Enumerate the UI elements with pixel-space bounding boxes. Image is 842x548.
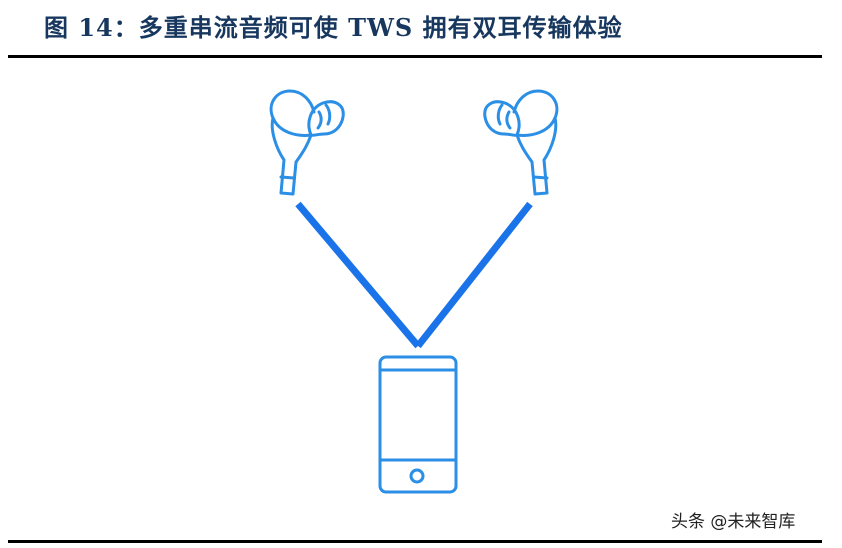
right-earbud-icon: [483, 89, 559, 196]
figure-title: 图 14：多重串流音频可使 TWS 拥有双耳传输体验: [44, 13, 623, 42]
smartphone-icon: [378, 355, 458, 494]
link-line-left: [295, 201, 421, 349]
link-line-right: [415, 201, 533, 349]
top-rule: [8, 55, 822, 58]
bottom-rule: [8, 540, 822, 543]
watermark: 头条 @未来智库: [671, 512, 796, 532]
left-earbud-icon: [269, 89, 345, 196]
